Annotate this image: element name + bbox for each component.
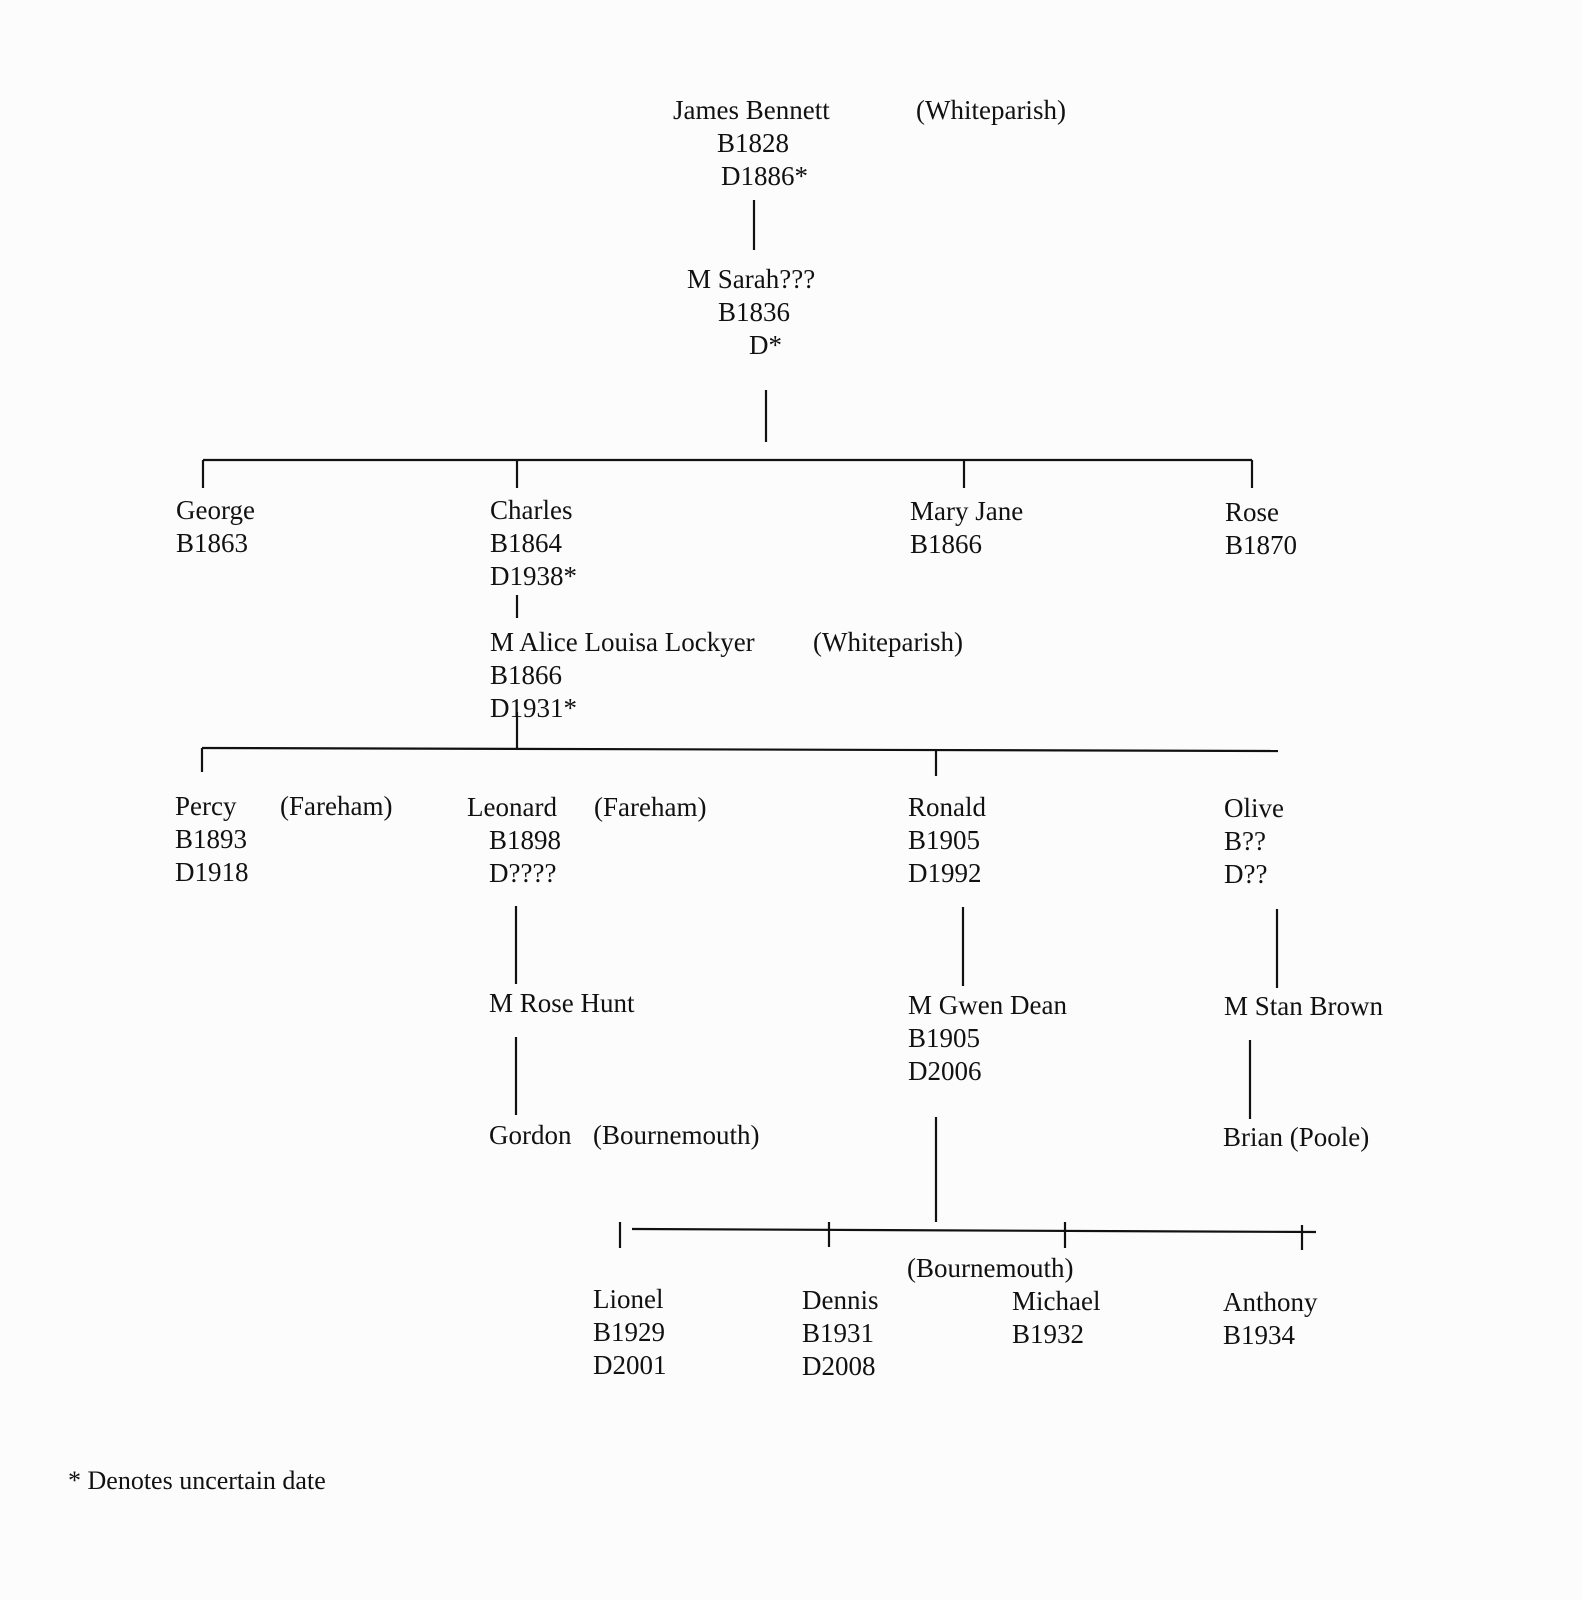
birth-year: B1866 (910, 529, 983, 559)
person-name: M Sarah??? (687, 264, 816, 294)
node-percy: Percy B1893 D1918 (175, 790, 249, 889)
node-olive: Olive B?? D?? (1224, 792, 1284, 891)
place-label: (Whiteparish) (916, 95, 1066, 125)
death-year: D1992 (908, 858, 982, 888)
node-leonard: Leonard B1898 D???? (467, 791, 561, 890)
person-name: Anthony (1223, 1287, 1318, 1317)
node-alice-louisa-lockyer: M Alice Louisa Lockyer B1866 D1931* (490, 626, 755, 725)
death-year: D?? (1224, 859, 1268, 889)
person-name: Leonard (467, 792, 557, 822)
grandchildren-place-label: (Bournemouth) (907, 1253, 1074, 1283)
person-name: Gordon (489, 1120, 572, 1150)
birth-year: B1836 (718, 297, 791, 327)
person-name: Rose (1225, 497, 1279, 527)
birth-year: B1866 (490, 660, 563, 690)
death-year: D1938* (490, 561, 577, 591)
node-charles: Charles B1864 D1938* (490, 494, 577, 593)
node-anthony: Anthony B1934 (1223, 1286, 1318, 1352)
death-year: D2001 (593, 1350, 667, 1380)
node-stan-brown: M Stan Brown (1224, 990, 1383, 1023)
birth-year: B1863 (176, 528, 249, 558)
birth-year: B1893 (175, 824, 248, 854)
person-name: M Stan Brown (1224, 991, 1384, 1021)
node-ronald: Ronald B1905 D1992 (908, 791, 986, 890)
birth-year: B1864 (490, 528, 563, 558)
person-name: Mary Jane (910, 496, 1024, 526)
node-gwen-dean: M Gwen Dean B1905 D2006 (908, 989, 1067, 1088)
birth-year: B1828 (717, 128, 790, 158)
birth-year: B1898 (489, 825, 562, 855)
node-rose: Rose B1870 (1225, 496, 1297, 562)
death-year: D2006 (908, 1056, 982, 1086)
line-grandchildren-bar (201, 746, 1279, 753)
person-name: Michael (1012, 1286, 1101, 1316)
footnote: * Denotes uncertain date (68, 1466, 326, 1495)
death-year: D1931* (490, 693, 577, 723)
person-name: M Alice Louisa Lockyer (490, 627, 755, 657)
birth-year: B1932 (1012, 1319, 1085, 1349)
birth-year: B1934 (1223, 1320, 1296, 1350)
death-year: D1918 (175, 857, 249, 887)
person-name: Olive (1224, 793, 1284, 823)
node-dennis: Dennis B1931 D2008 (802, 1284, 879, 1383)
line-great-grandchildren-bar (631, 1227, 1317, 1234)
birth-year: B1870 (1225, 530, 1298, 560)
death-year: D1886* (721, 161, 808, 191)
person-name: George (176, 495, 255, 525)
birth-year: B1931 (802, 1318, 875, 1348)
person-name: Charles (490, 495, 573, 525)
person-name: Percy (175, 791, 237, 821)
place-label: (Fareham) (280, 791, 393, 821)
node-george: George B1863 (176, 494, 255, 560)
person-name: Ronald (908, 792, 986, 822)
birth-year: B1929 (593, 1317, 666, 1347)
birth-year: B1905 (908, 825, 981, 855)
node-michael: Michael B1932 (1012, 1285, 1100, 1351)
place-label: (Bournemouth) (593, 1120, 760, 1150)
node-mary-jane: Mary Jane B1866 (910, 495, 1023, 561)
person-name: James Bennett (673, 95, 830, 125)
node-lionel: Lionel B1929 D2001 (593, 1283, 667, 1382)
death-year: D2008 (802, 1351, 876, 1381)
person-name: Dennis (802, 1285, 879, 1315)
person-name: M Gwen Dean (908, 990, 1067, 1020)
node-sarah: M Sarah??? B1836 D* (687, 263, 815, 362)
node-gordon: Gordon (489, 1119, 572, 1152)
person-name: Lionel (593, 1284, 664, 1314)
node-james-bennett: James Bennett B1828 D1886* (673, 94, 830, 193)
node-rose-hunt: M Rose Hunt (489, 987, 635, 1020)
node-brian: Brian (Poole) (1223, 1121, 1369, 1154)
birth-year: B?? (1224, 826, 1266, 856)
person-name: Brian (Poole) (1223, 1122, 1370, 1152)
death-year: D???? (489, 858, 557, 888)
place-label: (Whiteparish) (813, 627, 963, 657)
person-name: M Rose Hunt (489, 988, 635, 1018)
place-label: (Fareham) (594, 792, 707, 822)
death-year: D* (749, 330, 782, 360)
birth-year: B1905 (908, 1023, 981, 1053)
